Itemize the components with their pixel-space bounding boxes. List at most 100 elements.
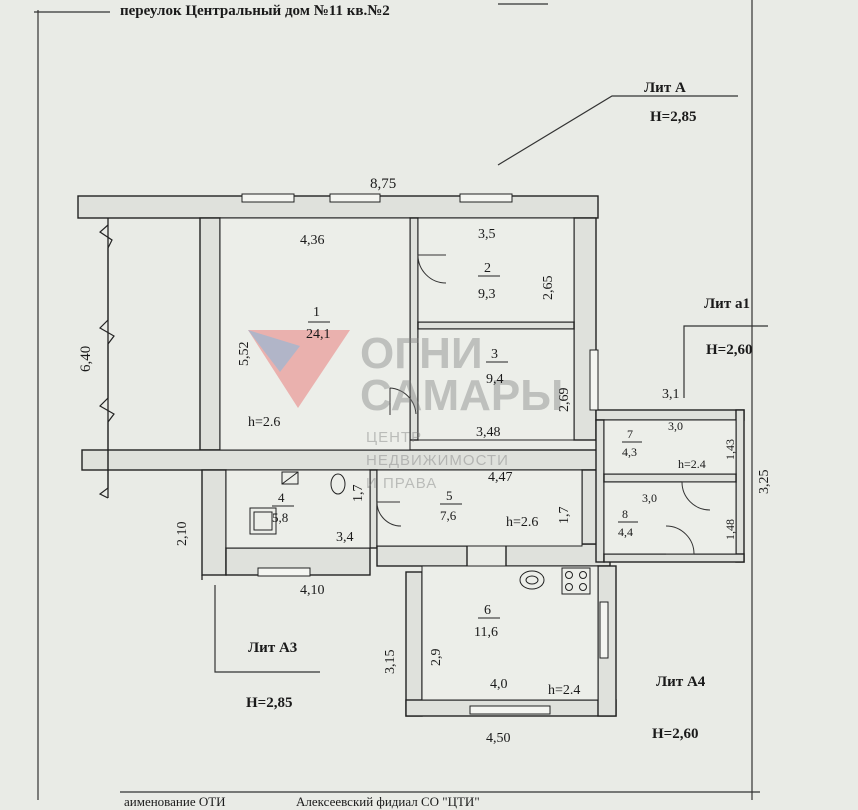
doors xyxy=(376,254,711,555)
lit-a4-height: H=2,60 xyxy=(652,726,698,742)
room2-area: 9,3 xyxy=(478,287,496,302)
dim-room4-width: 3,4 xyxy=(336,530,354,545)
dim-a1-top: 3,1 xyxy=(662,387,680,402)
dim-a1-right: 3,25 xyxy=(757,470,772,495)
room3-number: 3 xyxy=(491,347,498,362)
fixtures xyxy=(249,471,591,595)
window-room4 xyxy=(257,567,311,577)
watermark-sub3: И ПРАВА xyxy=(366,475,437,492)
door-room5 xyxy=(376,501,402,527)
lit-a-height: H=2,85 xyxy=(650,109,696,125)
room2-number: 2 xyxy=(484,261,491,276)
watermark-logo-blue xyxy=(248,330,300,372)
wall-middle xyxy=(81,449,603,471)
dimension-labels: 8,75 6,40 4,36 5,52 3,5 2,65 3,48 2,69 4… xyxy=(78,176,772,746)
sheet-frame xyxy=(34,0,760,800)
room-labels: 1 24,1 h=2.6 2 9,3 3 9,4 4 5,8 5 7,6 h=2… xyxy=(248,261,706,698)
door-room8 xyxy=(681,481,711,511)
dim-room7-width: 3,0 xyxy=(668,419,683,433)
dim-a3-bottom: 4,10 xyxy=(300,583,325,598)
window-room6-east xyxy=(599,601,609,659)
door-a1-exit xyxy=(665,525,695,555)
bath-inner xyxy=(253,511,273,531)
lit-a1-name: Лит а1 xyxy=(704,296,750,312)
watermark-sub2: НЕДВИЖИМОСТИ xyxy=(366,452,509,469)
leader-lit-a xyxy=(497,95,738,166)
watermark-line2: САМАРЫ xyxy=(360,371,563,420)
room-3 xyxy=(417,328,575,441)
room1-area: 24,1 xyxy=(306,327,331,342)
dim-room2-height: 2,65 xyxy=(541,276,556,301)
leader-lit-a1 xyxy=(683,325,768,398)
lit-a3-name: Лит А3 xyxy=(248,640,297,656)
room-number-underlines xyxy=(272,275,642,619)
window-room3 xyxy=(589,349,599,411)
break-line xyxy=(98,224,115,499)
leader-lit-a3 xyxy=(214,585,320,673)
room6-number: 6 xyxy=(484,603,491,618)
room-2 xyxy=(417,217,575,323)
sink-inner xyxy=(525,575,539,585)
wall-room5-south xyxy=(376,545,468,567)
stove-fixture xyxy=(561,567,591,595)
room6-ceiling: h=2.4 xyxy=(548,683,580,698)
room5-number: 5 xyxy=(446,488,453,503)
stove-burner-4 xyxy=(579,583,587,591)
room-1 xyxy=(219,217,411,451)
room5-ceiling: h=2.6 xyxy=(506,515,538,530)
dim-room4-depth: 1,7 xyxy=(351,485,366,503)
window-room6-south xyxy=(469,705,551,715)
lit-a3-height: H=2,85 xyxy=(246,695,292,711)
room5-area: 7,6 xyxy=(440,508,457,523)
dim-room6-left-inner: 2,9 xyxy=(429,649,444,667)
stove-burner-1 xyxy=(565,571,573,579)
wall-room6-west xyxy=(405,571,423,717)
dim-room6-width: 4,0 xyxy=(490,677,508,692)
dim-room8-depth: 1,48 xyxy=(723,519,737,540)
room8-area: 4,4 xyxy=(618,525,633,539)
lit-a4-name: Лит А4 xyxy=(656,674,706,690)
wall-room4-west xyxy=(201,469,227,576)
dim-corridor-width: 4,47 xyxy=(488,470,513,485)
heater-fixture xyxy=(281,471,299,485)
room4-area: 5,8 xyxy=(272,510,288,525)
room7-ceiling: h=2.4 xyxy=(678,457,706,471)
window-room1-b xyxy=(329,193,381,203)
wall-room5-south-right xyxy=(505,543,611,567)
wall-a1-south xyxy=(603,553,745,563)
room6-area: 11,6 xyxy=(474,625,498,640)
stove-burner-2 xyxy=(579,571,587,579)
dim-room2-width: 3,5 xyxy=(478,227,496,242)
room7-number: 7 xyxy=(627,427,633,441)
heater-line xyxy=(281,471,299,485)
wall-room7-room8 xyxy=(603,473,737,483)
footer-label-right: Алексеевский фидиал СО "ЦТИ" xyxy=(296,794,480,809)
room-interiors xyxy=(219,217,737,701)
room-7 xyxy=(603,419,737,475)
room1-ceiling: h=2.6 xyxy=(248,415,280,430)
dim-a4-bottom: 4,50 xyxy=(486,731,511,746)
dim-left-height: 6,40 xyxy=(78,346,94,372)
window-room2 xyxy=(459,193,513,203)
liter-leaders xyxy=(214,95,768,673)
wall-a1-east xyxy=(735,409,745,563)
bath-fixture xyxy=(249,507,277,535)
header-address: переулок Центральный дом №11 кв.№2 xyxy=(120,3,390,19)
dim-room3-height: 2,69 xyxy=(557,388,572,413)
toilet-fixture xyxy=(330,473,346,495)
wall-a1-west xyxy=(595,419,605,563)
room3-area: 9,4 xyxy=(486,372,504,387)
room8-number: 8 xyxy=(622,507,628,521)
room7-area: 4,3 xyxy=(622,445,637,459)
dim-room3-width: 3,48 xyxy=(476,425,501,440)
windows xyxy=(241,193,609,715)
lit-a-name: Лит А xyxy=(644,80,686,96)
dim-room5-depth: 1,7 xyxy=(557,507,572,525)
wall-room2-room3 xyxy=(417,321,575,330)
watermark: ОГНИ САМАРЫ ЦЕНТР НЕДВИЖИМОСТИ И ПРАВА xyxy=(248,329,563,492)
dim-room8-width: 3,0 xyxy=(642,491,657,505)
dim-room1-width: 4,36 xyxy=(300,233,325,248)
dim-a3-left: 2,10 xyxy=(175,522,190,547)
